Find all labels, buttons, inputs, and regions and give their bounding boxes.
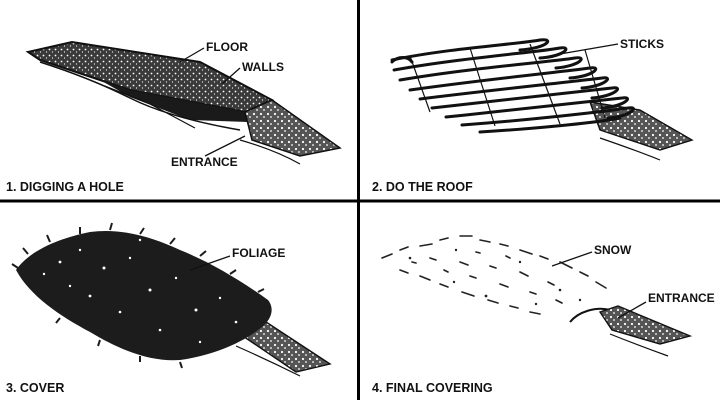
snow-entrance-ramp <box>598 305 693 345</box>
foliage-leader <box>189 255 231 271</box>
sticks-group <box>390 38 635 134</box>
entrance-label: ENTRANCE <box>648 291 715 305</box>
snow-leader <box>551 251 593 267</box>
panel-caption: 3. COVER <box>6 381 64 395</box>
panel-caption: 1. DIGGING A HOLE <box>6 180 124 194</box>
trench-depth <box>100 80 248 122</box>
panel-digging-hole: FLOOR WALLS ENTRANCE 1. DIGGING A HOLE <box>6 40 342 194</box>
foliage-texture <box>42 238 238 344</box>
floor-label: FLOOR <box>206 40 248 54</box>
sticks-label: STICKS <box>620 37 664 51</box>
entrance-leader <box>617 301 647 319</box>
walls-leader <box>221 67 241 85</box>
ground-line-lower <box>239 139 301 165</box>
panel-caption: 2. DO THE ROOF <box>372 180 473 194</box>
cover-ground-line <box>235 345 301 377</box>
roof-ground-line <box>599 137 661 161</box>
snow-mound <box>381 235 607 315</box>
sticks-cross <box>409 43 606 127</box>
foliage-edge <box>11 222 265 369</box>
trench-entrance-ramp <box>244 99 342 157</box>
snow-dots <box>408 248 582 306</box>
roof-illustration <box>390 38 694 161</box>
foliage-label: FOLIAGE <box>232 246 285 260</box>
trench-illustration <box>25 40 342 165</box>
sticks-leader <box>559 43 619 55</box>
snow-illustration <box>381 235 693 357</box>
ground-line <box>104 85 196 129</box>
entrance-leader <box>204 135 246 157</box>
panel-cover: FOLIAGE 3. COVER <box>6 222 332 395</box>
walls-label: WALLS <box>242 60 284 74</box>
panel-final-covering: SNOW ENTRANCE 4. FINAL COVERING <box>372 235 715 395</box>
panel-roof: STICKS 2. DO THE ROOF <box>372 37 694 194</box>
trench-wall-edge <box>39 61 241 131</box>
roof-entrance-ramp <box>588 101 694 151</box>
panel-caption: 4. FINAL COVERING <box>372 381 493 395</box>
floor-leader <box>179 47 205 63</box>
entrance-label: ENTRANCE <box>171 155 238 169</box>
snow-ground-line <box>609 333 669 357</box>
snow-label: SNOW <box>594 243 632 257</box>
